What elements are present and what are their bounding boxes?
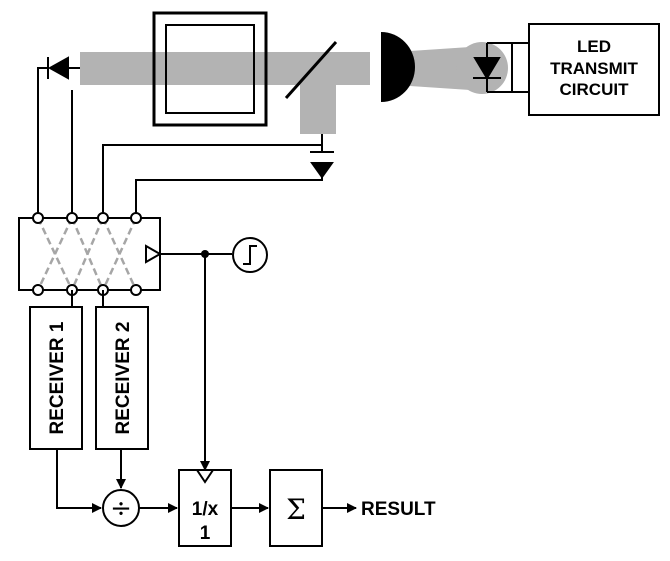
result-label: RESULT <box>361 499 436 520</box>
led-label-line2: TRANSMIT <box>550 59 638 78</box>
clock-source <box>160 237 268 471</box>
led-label-line1: LED <box>577 37 611 56</box>
led-label-line3: CIRCUIT <box>560 80 630 99</box>
wire-rx1-to-divider <box>56 449 102 513</box>
reference-wire-2 <box>38 120 72 213</box>
integrator-block <box>269 469 323 547</box>
reciprocal-control-arrow <box>195 469 215 484</box>
led-transmit-circuit-block <box>528 23 660 116</box>
divider-symbol: ÷ <box>110 494 132 524</box>
switch-control-arrow <box>145 244 163 264</box>
switch-matrix-crossings <box>36 217 138 291</box>
step-pulse-icon <box>243 245 257 265</box>
switch-terminals <box>32 212 142 296</box>
reciprocal-top: 1/x <box>192 499 219 520</box>
reciprocal-bottom: 1 <box>200 523 211 544</box>
switch-matrix <box>18 217 161 291</box>
receiver-2-block <box>95 306 149 450</box>
lens <box>381 32 415 102</box>
sample-cell <box>152 11 268 127</box>
receiver-1-block <box>29 306 83 450</box>
led-symbol <box>473 42 529 93</box>
signal-photodiode <box>102 134 334 213</box>
beam-splitter <box>284 41 338 99</box>
receiver-2-label: RECEIVER 2 <box>113 322 134 435</box>
integrator-symbol: Σ <box>286 493 306 526</box>
reference-photodiode <box>37 56 80 213</box>
receiver-1-label: RECEIVER 1 <box>47 321 68 434</box>
